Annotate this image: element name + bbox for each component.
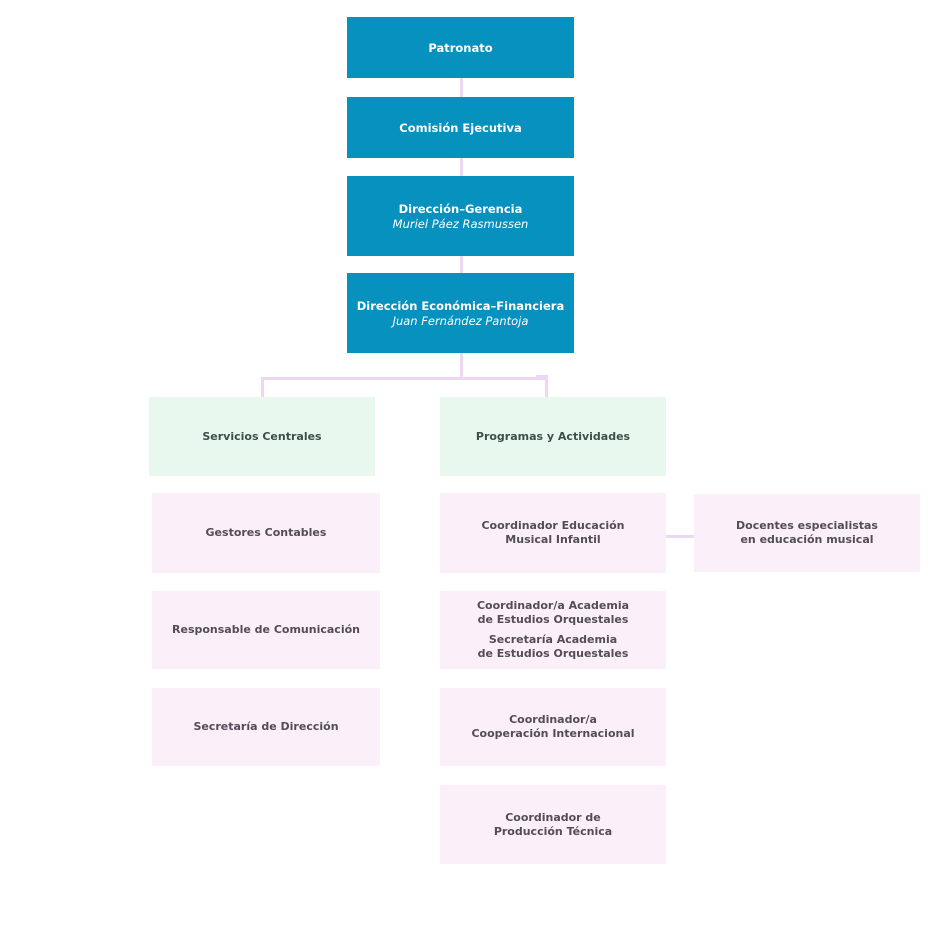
node-line: Responsable de Comunicación bbox=[172, 623, 360, 636]
node-person: Muriel Páez Rasmussen bbox=[392, 216, 529, 231]
connector-branch-jog bbox=[536, 375, 548, 378]
org-node-direccion-economica-financiera: Dirección Económica–Financiera Juan Fern… bbox=[347, 273, 574, 353]
org-node-cooperacion-internacional: Coordinador/a Cooperación Internacional bbox=[440, 688, 666, 766]
org-node-comision-ejecutiva: Comisión Ejecutiva bbox=[347, 97, 574, 158]
connector-branch-horizontal bbox=[261, 377, 548, 380]
org-node-patronato: Patronato bbox=[347, 17, 574, 78]
node-line: Docentes especialistas bbox=[736, 519, 878, 532]
node-line: Coordinador/a bbox=[509, 713, 597, 726]
node-title: Dirección Económica–Financiera bbox=[356, 298, 565, 313]
node-line: Musical Infantil bbox=[505, 533, 601, 546]
org-node-programas-actividades: Programas y Actividades bbox=[440, 397, 666, 476]
node-line: Producción Técnica bbox=[493, 824, 613, 838]
connector-coordinador-docentes bbox=[666, 535, 694, 538]
connector-gerencia-financiera bbox=[460, 256, 463, 274]
org-node-academia-estudios-orquestales: Coordinador/a Academia de Estudios Orque… bbox=[440, 591, 666, 669]
node-line: Gestores Contables bbox=[205, 526, 327, 539]
node-line: de Estudios Orquestales bbox=[477, 613, 629, 626]
node-line: Coordinador/a Academia bbox=[476, 599, 630, 612]
connector-comision-gerencia bbox=[460, 158, 463, 177]
node-line: de Estudios Orquestales bbox=[477, 647, 629, 660]
org-node-gestores-contables: Gestores Contables bbox=[152, 493, 380, 573]
node-line: en educación musical bbox=[740, 533, 874, 546]
node-title: Servicios Centrales bbox=[202, 429, 322, 443]
org-node-direccion-gerencia: Dirección–Gerencia Muriel Páez Rasmussen bbox=[347, 176, 574, 256]
node-line: Coordinador de bbox=[505, 810, 601, 824]
node-line: Cooperación Internacional bbox=[471, 727, 635, 740]
org-node-coordinador-educacion-musical: Coordinador Educación Musical Infantil bbox=[440, 493, 666, 573]
connector-financiera-branch bbox=[460, 353, 463, 380]
connector-drop-programas bbox=[545, 375, 548, 397]
org-node-docentes-especialistas: Docentes especialistas en educación musi… bbox=[694, 494, 920, 572]
node-title: Dirección–Gerencia bbox=[398, 201, 523, 216]
node-line: Secretaría de Dirección bbox=[193, 720, 339, 733]
org-node-responsable-comunicacion: Responsable de Comunicación bbox=[152, 591, 380, 669]
node-person: Juan Fernández Pantoja bbox=[392, 313, 529, 328]
connector-drop-servicios bbox=[261, 377, 264, 397]
org-node-servicios-centrales: Servicios Centrales bbox=[149, 397, 375, 476]
org-node-secretaria-direccion: Secretaría de Dirección bbox=[152, 688, 380, 766]
node-line: Coordinador Educación bbox=[481, 519, 625, 532]
node-title: Patronato bbox=[428, 40, 493, 55]
node-title: Programas y Actividades bbox=[475, 429, 631, 443]
org-node-produccion-tecnica: Coordinador de Producción Técnica bbox=[440, 785, 666, 864]
connector-patronato-comision bbox=[460, 78, 463, 98]
node-title: Comisión Ejecutiva bbox=[399, 120, 522, 135]
node-line: Secretaría Academia bbox=[488, 633, 618, 646]
